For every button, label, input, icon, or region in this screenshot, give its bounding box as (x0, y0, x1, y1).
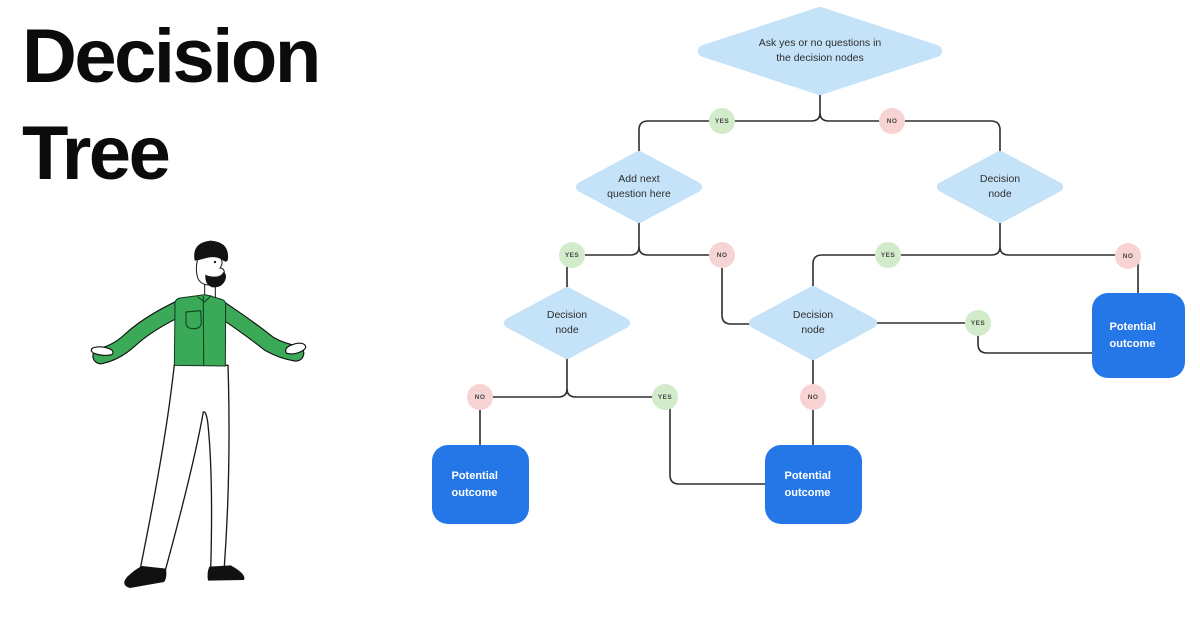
page-title-line2: Tree (22, 111, 171, 196)
yes-badge[interactable]: YES (709, 108, 735, 134)
node-decision-left-diamond[interactable] (504, 287, 630, 359)
node-outcome-right-box[interactable] (1092, 293, 1185, 378)
page-title: Decision Tree (22, 8, 321, 202)
person-hair (194, 240, 229, 262)
person-beard (205, 272, 226, 288)
connector-root-yes (638, 112, 821, 158)
person-collar (196, 294, 212, 303)
connector-addnext-no (638, 246, 756, 325)
node-outcome-left-box[interactable] (432, 445, 529, 524)
person-pants (139, 363, 230, 574)
no-badge[interactable]: NO (879, 108, 905, 134)
yes-badge[interactable]: YES (652, 384, 678, 410)
no-badge[interactable]: NO (467, 384, 493, 410)
node-decision-mid-diamond[interactable] (749, 286, 877, 360)
yes-badge[interactable]: YES (559, 242, 585, 268)
node-add-next-diamond[interactable] (576, 151, 702, 223)
flowchart-nodes (432, 7, 1185, 524)
node-decision-right-diamond[interactable] (937, 151, 1063, 223)
person-hand-left (90, 346, 114, 356)
person-illustration (90, 240, 307, 588)
connector-decright-yes (812, 246, 1001, 291)
flowchart-connectors (479, 90, 1139, 485)
no-badge[interactable]: NO (1115, 243, 1141, 269)
node-root-diamond[interactable] (698, 7, 942, 95)
yes-badge[interactable]: YES (875, 242, 901, 268)
person-shirt (173, 294, 227, 367)
person-shoe-left (124, 566, 167, 588)
connector-root-no (819, 112, 1001, 158)
no-badge[interactable]: NO (709, 242, 735, 268)
person-pocket (185, 310, 202, 330)
no-badge[interactable]: NO (800, 384, 826, 410)
person-shoe-right (207, 565, 245, 581)
person-eye (213, 260, 217, 264)
person-hand-right (285, 342, 307, 355)
yes-badge[interactable]: YES (965, 310, 991, 336)
node-outcome-mid-box[interactable] (765, 445, 862, 524)
connector-decleft-no (479, 388, 568, 445)
page-title-line1: Decision (22, 14, 321, 99)
